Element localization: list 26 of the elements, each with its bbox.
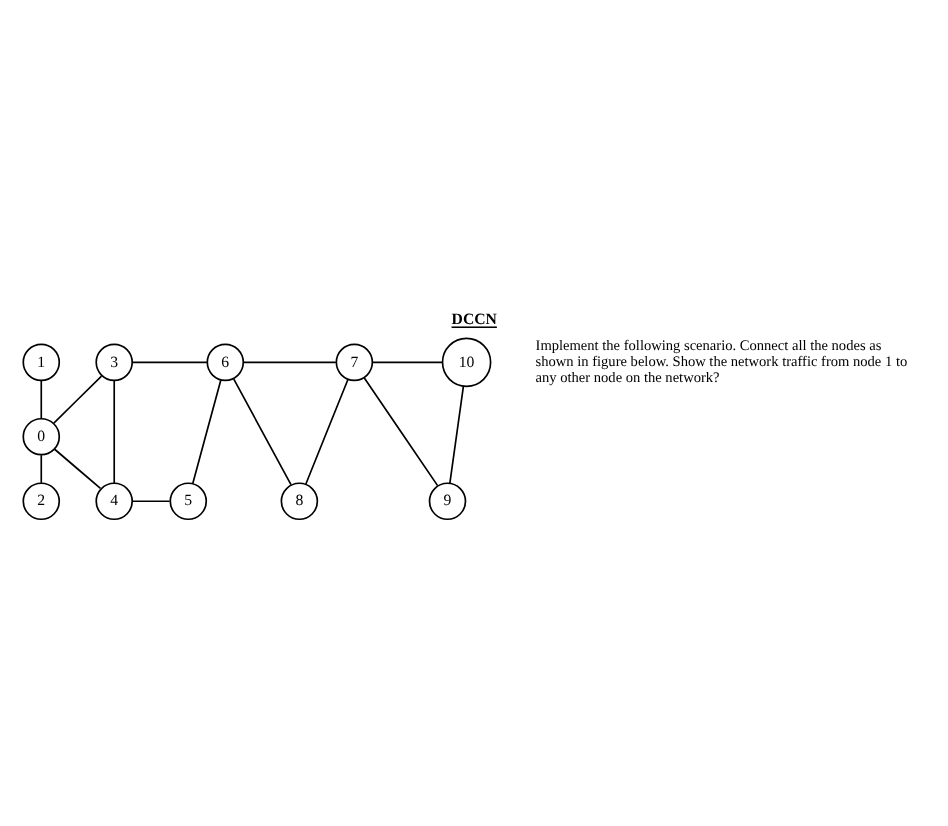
connector [53, 374, 103, 423]
connector [305, 377, 349, 484]
node-circle: 3 [95, 342, 134, 381]
node-circle: 5 [169, 481, 208, 520]
node-circle: 10 [441, 336, 492, 387]
node-circle: 8 [280, 481, 319, 520]
connector [40, 453, 43, 483]
node-circle: 1 [22, 342, 61, 381]
node-circle: 7 [335, 342, 374, 381]
node-circle: 0 [22, 416, 61, 455]
connector [449, 384, 465, 483]
connector [132, 360, 208, 363]
connector [192, 378, 222, 484]
connector [243, 360, 337, 363]
node-circle: 9 [428, 481, 467, 520]
connector [113, 378, 116, 483]
node-circle: 2 [22, 481, 61, 520]
connector [53, 447, 102, 489]
connector [363, 376, 439, 486]
diagram-title: DCCN [451, 309, 497, 328]
connector [40, 379, 43, 419]
connector [371, 360, 444, 363]
node-circle: 6 [206, 342, 245, 381]
node-circle: 4 [95, 481, 134, 520]
connector [131, 499, 171, 502]
connector [232, 377, 292, 485]
